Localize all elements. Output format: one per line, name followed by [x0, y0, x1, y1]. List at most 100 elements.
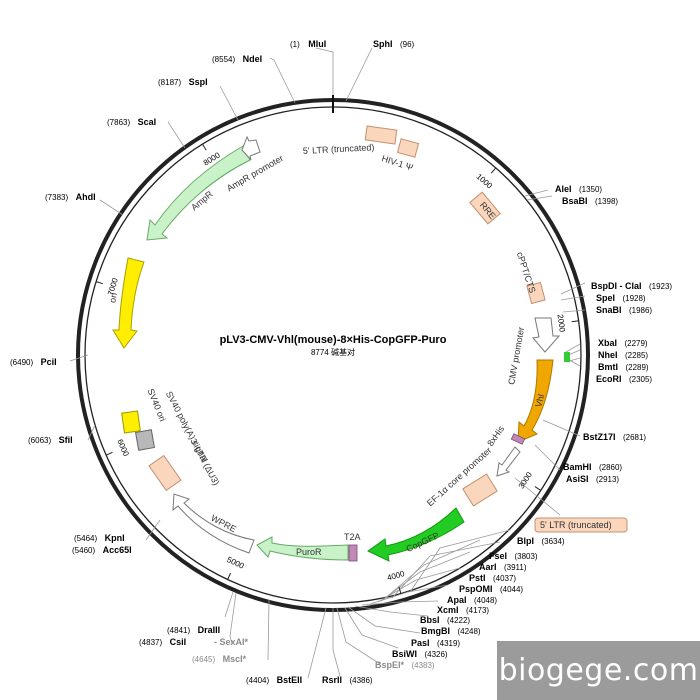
- site-ndei: (8554) NdeI: [212, 54, 262, 64]
- svg-text:(5460) Acc65I: (5460) Acc65I: [72, 540, 132, 557]
- svg-text:(8187) SspI: (8187) SspI: [158, 72, 208, 89]
- site-bmgbi: BmgBI (4248): [421, 621, 481, 638]
- svg-text:(5464) KpnI: (5464) KpnI: [74, 528, 125, 545]
- svg-text:BamHI (2860): BamHI (2860): [563, 457, 622, 474]
- site-ahdi: (7383) AhdI: [45, 187, 96, 204]
- site-cluster-mark: [564, 352, 570, 362]
- site-apai: ApaI (4048): [447, 590, 497, 607]
- site-xcmi: XcmI (4173): [437, 600, 489, 617]
- svg-text:BmtI (2289): BmtI (2289): [598, 357, 649, 374]
- feature-sv40ori-box: [121, 410, 141, 434]
- site-bspdi-clai: BspDI - ClaI (1923): [591, 276, 672, 293]
- site-snabi: SnaBI (1986): [596, 300, 652, 317]
- site-bsabi: BsaBI (1398): [562, 191, 618, 208]
- plasmid-size: 8774 碱基对: [311, 347, 355, 357]
- svg-text:XcmI (4173): XcmI (4173): [437, 600, 489, 617]
- feature-copgfp-arrow: [367, 507, 465, 562]
- site-asisi: AsiSI (2913): [566, 469, 619, 486]
- site-bstz17i: BstZ17I (2681): [583, 427, 646, 444]
- site-psti: PstI (4037): [469, 573, 516, 583]
- site-rsrii: RsrII (4386): [322, 675, 373, 685]
- feature-ef1a-arrow: [496, 446, 521, 477]
- tick-mark: [227, 572, 232, 580]
- svg-text:AarI (3911): AarI (3911): [479, 557, 527, 574]
- svg-text:BbsI (4222): BbsI (4222): [420, 610, 470, 627]
- feature-5ltr-box: [364, 125, 398, 145]
- ltr-callout-box: [534, 517, 628, 533]
- svg-text:BsaBI (1398): BsaBI (1398): [562, 191, 618, 208]
- feature-cmv-arrow: [532, 317, 561, 353]
- site-sfii: (6063) SfiI: [28, 430, 73, 447]
- tick-mark: [398, 586, 402, 594]
- site-csii: (4837) CsiI: [139, 632, 186, 649]
- label-hiv-psi: HIV-1 Ψ: [380, 153, 414, 173]
- site-sexai: - SexAI*: [214, 637, 249, 647]
- svg-text:BspEI* (4383): BspEI* (4383): [375, 655, 435, 672]
- site-fsei: FseI (3803): [489, 551, 538, 561]
- svg-text:XbaI (2279): XbaI (2279): [598, 333, 648, 350]
- svg-text:BstZ17I (2681): BstZ17I (2681): [583, 427, 646, 444]
- site-draiii: (4841) DraIII: [167, 625, 220, 635]
- site-aari: AarI (3911): [479, 557, 527, 574]
- svg-text:NheI (2285): NheI (2285): [598, 345, 648, 362]
- svg-text:SnaBI (1986): SnaBI (1986): [596, 300, 652, 317]
- site-leaders: [69, 47, 586, 679]
- site-msci: (4645) MscI*: [192, 649, 247, 666]
- feature-wpre-arrow: [172, 493, 255, 554]
- svg-text:AleI (1350): AleI (1350): [555, 179, 602, 196]
- site-sphi: SphI (96): [373, 39, 415, 49]
- feature-3ltr-box: [148, 454, 182, 492]
- svg-text:BspDI - ClaI (1923): BspDI - ClaI (1923): [591, 276, 672, 293]
- tick-mark: [202, 143, 207, 151]
- label-vhl: Vhl: [533, 393, 546, 408]
- svg-text:EcoRI (2305): EcoRI (2305): [596, 369, 652, 386]
- svg-text:(4837) CsiI: (4837) CsiI: [139, 632, 186, 649]
- tick-mark: [571, 320, 579, 323]
- label-sv40pa: SV40 poly(A) signal: [164, 390, 210, 464]
- watermark: biogege.com: [497, 641, 700, 700]
- tick-label: 6000: [115, 438, 131, 458]
- site-bsiwi: BsiWI (4326): [392, 649, 448, 659]
- label-puror: PuroR: [296, 547, 322, 557]
- site-sspi: (8187) SspI: [158, 72, 208, 89]
- label-cppt: cPPT/CTS: [515, 251, 538, 295]
- svg-text:AsiSI (2913): AsiSI (2913): [566, 469, 619, 486]
- features: [112, 95, 570, 562]
- site-blpi: BlpI (3634): [517, 536, 565, 546]
- site-ecori: EcoRI (2305): [596, 369, 652, 386]
- tick-label: 2000: [555, 314, 566, 333]
- svg-text:(4645) MscI*: (4645) MscI*: [192, 649, 247, 666]
- svg-text:- SexAI*: - SexAI*: [214, 637, 249, 647]
- tick-mark: [534, 486, 542, 491]
- svg-text:(6063) SfiI: (6063) SfiI: [28, 430, 73, 447]
- tick-label: 3000: [517, 470, 535, 490]
- svg-text:(7863) ScaI: (7863) ScaI: [107, 112, 156, 129]
- site-bbsi: BbsI (4222): [420, 610, 470, 627]
- site-acc65i: (5460) Acc65I: [72, 540, 132, 557]
- svg-text:BmgBI (4248): BmgBI (4248): [421, 621, 481, 638]
- ltr-callout-label: 5' LTR (truncated): [540, 520, 612, 530]
- site-kpni: (5464) KpnI: [74, 528, 125, 545]
- feature-ampr-arrow: [146, 145, 251, 241]
- feature-cppt-box: [526, 281, 546, 305]
- label-t2a: T2A: [344, 532, 361, 542]
- site-scai: (7863) ScaI: [107, 112, 156, 129]
- svg-text:PspOMI (4044): PspOMI (4044): [459, 579, 523, 596]
- feature-sv40pa-box: [134, 429, 156, 451]
- site-alei: AleI (1350): [555, 179, 602, 196]
- site-nhei: NheI (2285): [598, 345, 648, 362]
- site-bsteii: (4404) BstEII: [246, 675, 302, 685]
- label-5ltr: 5' LTR (truncated): [303, 142, 375, 156]
- tick-mark: [490, 167, 497, 174]
- site-pspomi: PspOMI (4044): [459, 579, 523, 596]
- svg-text:(7383) AhdI: (7383) AhdI: [45, 187, 96, 204]
- svg-text:ApaI (4048): ApaI (4048): [447, 590, 497, 607]
- site-bamhi: BamHI (2860): [563, 457, 622, 474]
- tick-label: 5000: [225, 555, 245, 571]
- site-labels: (1) MluI SphI (96) (8554) NdeI (8187) Ss…: [10, 39, 672, 685]
- site-xbai: XbaI (2279): [598, 333, 648, 350]
- feature-t2a-box: [348, 544, 358, 562]
- svg-text:PasI (4319): PasI (4319): [411, 633, 460, 650]
